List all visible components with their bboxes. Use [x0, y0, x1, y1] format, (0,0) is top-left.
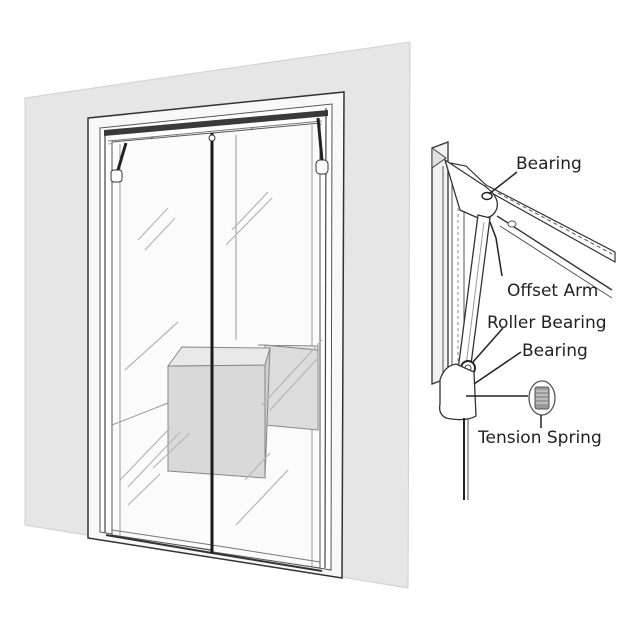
hinge-detail-illustration [431, 141, 616, 500]
callout-labels: Bearing Offset Arm Roller Bearing Bearin… [477, 154, 607, 448]
label-bearing-bottom: Bearing [522, 341, 588, 361]
boxes-behind-doors [167, 344, 319, 479]
leader-lines [466, 171, 542, 428]
left-hinge-arm [110, 142, 128, 183]
label-bearing-top: Bearing [516, 154, 582, 174]
right-hinge-arm [315, 117, 329, 175]
label-roller-bearing: Roller Bearing [487, 313, 607, 333]
room-behind-doors [111, 135, 237, 426]
label-offset-arm: Offset Arm [507, 281, 598, 301]
left-door-panel [111, 132, 213, 551]
label-tension-spring: Tension Spring [477, 428, 602, 448]
tension-spring-inset [528, 380, 556, 416]
reflection-streaks [119, 191, 323, 526]
